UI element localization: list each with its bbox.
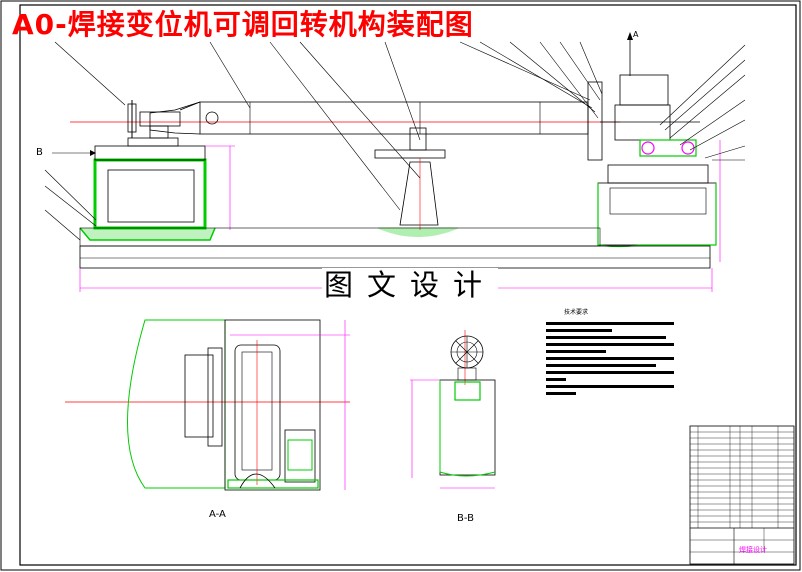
section-b-b-label: B-B (457, 513, 474, 524)
view-b-callout: B (36, 147, 43, 158)
technical-notes (546, 322, 674, 395)
title-block (689, 425, 795, 565)
tech-notes-title: 技术要求 (564, 309, 589, 316)
section-a-a-view (65, 319, 350, 491)
section-a-a-label: A-A (209, 509, 226, 520)
main-elevation-view (44, 32, 746, 292)
drawing-title: A0-焊接变位机可调回转机构装配图 (12, 8, 474, 41)
inner-frame (19, 4, 797, 566)
view-a-direction-label: A (633, 30, 639, 39)
title-block-caption: 焊接设计 (739, 546, 767, 554)
section-b-b-view (410, 330, 496, 489)
watermark-text: 图文设计 (322, 268, 499, 302)
